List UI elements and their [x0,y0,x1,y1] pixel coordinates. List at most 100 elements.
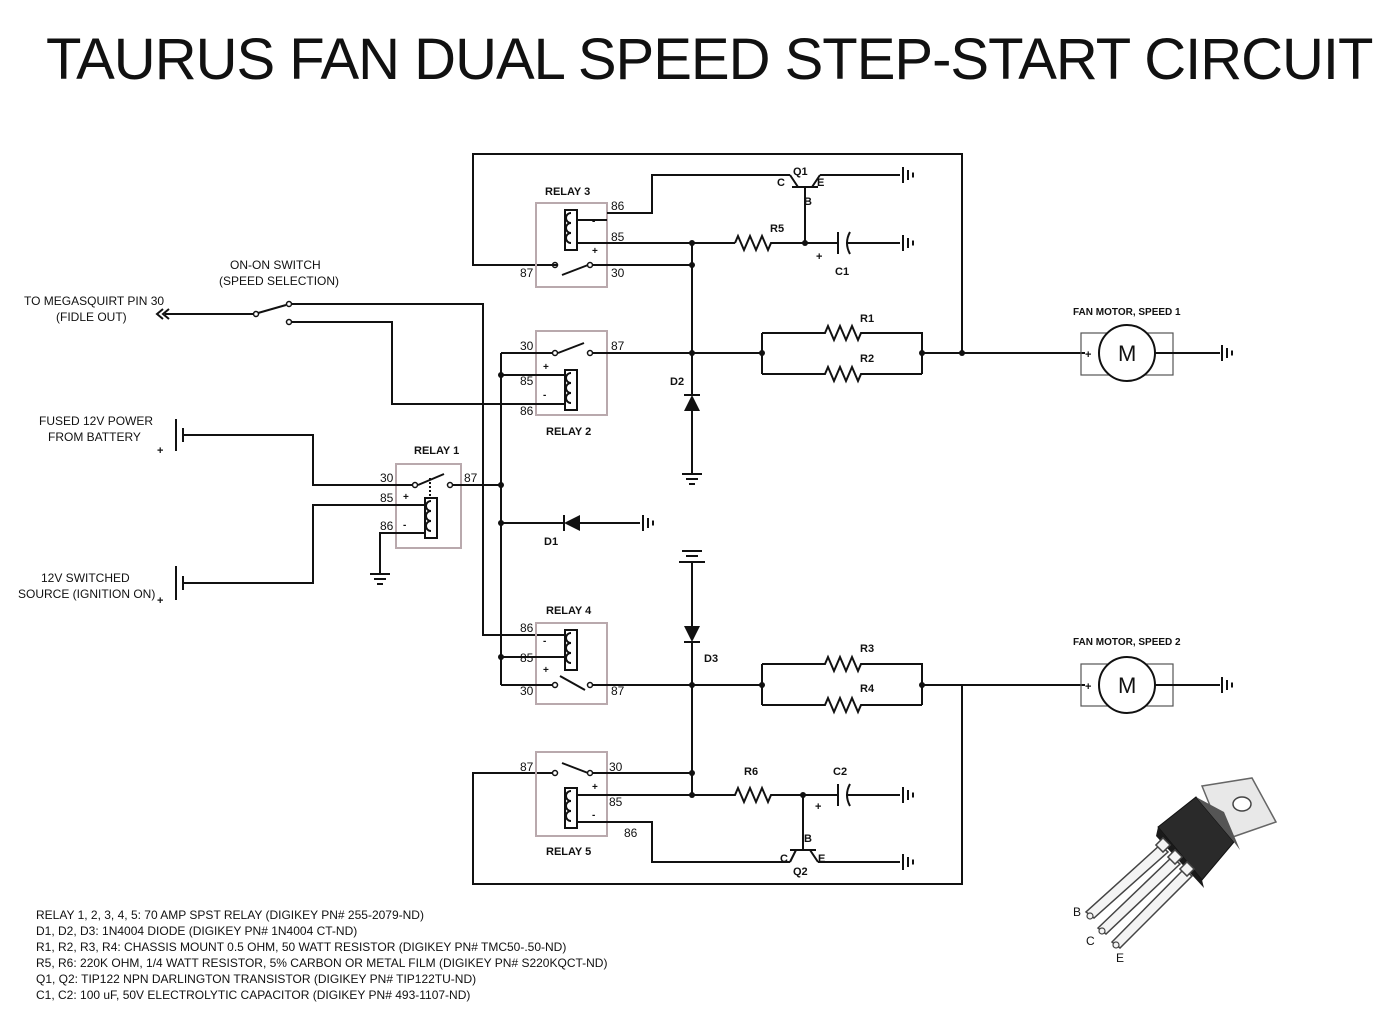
fused-plus: + [157,445,163,457]
parts-list-item: R5, R6: 220K OHM, 1/4 WATT RESISTOR, 5% … [36,956,608,970]
relay-4-pin-30: 30 [520,684,534,698]
relay-2-plus: + [543,362,549,373]
parts-list-item: Q1, Q2: TIP122 NPN DARLINGTON TRANSISTOR… [36,972,477,986]
relay-3-pin-86: 86 [611,199,625,213]
relay-5-section: + - 87 30 85 86 RELAY 5 [472,685,963,885]
switched-label-2: SOURCE (IGNITION ON) [18,587,155,601]
c1-plus: + [816,251,822,263]
d2-label: D2 [670,376,684,388]
r1-label: R1 [860,313,874,325]
transistor-q1: Q1 C E B [777,166,914,246]
relay-4-box [535,622,608,705]
q2-label: Q2 [793,866,808,878]
c2-label: C2 [833,766,847,778]
battery-source: FUSED 12V POWER FROM BATTERY + [39,414,380,486]
relay-1-pin-87: 87 [464,471,478,485]
relay-4-pin-86: 86 [520,621,534,635]
capacitor-c1: + C1 [810,231,914,278]
fused-label-1: FUSED 12V POWER [39,414,153,428]
relay-4-minus: - [543,636,546,647]
megasquirt-label-1: TO MEGASQUIRT PIN 30 [24,294,164,308]
diode-d2: D2 [670,376,702,485]
q1-e-label: E [817,177,824,189]
to220-pin-c: C [1086,934,1095,948]
parts-list-item: R1, R2, R3, R4: CHASSIS MOUNT 0.5 OHM, 5… [36,940,567,954]
relay-1-label: RELAY 1 [414,445,459,457]
relay-4-section: - + 86 85 30 87 RELAY 4 [501,605,692,705]
relay-2-box [535,330,608,416]
relay-4-plus: + [543,665,549,676]
relay-5-pin-85: 85 [609,795,623,809]
resistors-r1-r2: R1 R2 [692,313,1085,384]
motor-1-symbol: M [1118,341,1136,366]
relay-2-minus: - [543,390,546,401]
resistor-r5: R5 [734,223,810,253]
relay-3-pin-30: 30 [611,266,625,280]
motor-1-plus: + [1085,349,1091,361]
relay-1-plus: + [403,492,409,503]
to220-pin-b: B [1073,905,1081,919]
relay-1-minus: - [403,520,406,531]
relay-5-pin-30: 30 [609,760,623,774]
transistor-q2: B C E Q2 [780,795,914,878]
c2-plus: + [815,801,821,813]
parts-list: RELAY 1, 2, 3, 4, 5: 70 AMP SPST RELAY (… [36,907,607,1003]
to220-package-illustration: B C E [1073,777,1278,965]
q1-label: Q1 [793,166,808,178]
relay-5-label: RELAY 5 [546,846,591,858]
on-on-switch: ON-ON SWITCH (SPEED SELECTION) TO MEGASQ… [24,258,565,636]
motor-2-symbol: M [1118,673,1136,698]
q1-b-label: B [804,196,812,208]
parts-list-item: C1, C2: 100 uF, 50V ELECTROLYTIC CAPACIT… [36,988,471,1002]
c1-label: C1 [835,266,849,278]
capacitor-c2: + C2 [803,766,914,813]
d1-label: D1 [544,536,558,548]
relay-4-label: RELAY 4 [546,605,592,617]
diagram-title: TAURUS FAN DUAL SPEED STEP-START CIRCUIT [46,27,1373,92]
relay-5-pin-87: 87 [520,760,534,774]
relay-3-pin-87: 87 [520,266,534,280]
relay-4-pin-85: 85 [520,651,534,665]
q2-b-label: B [804,833,812,845]
parts-list-item: D1, D2, D3: 1N4004 DIODE (DIGIKEY PN# 1N… [36,924,358,938]
relay-1-pin-86: 86 [380,519,394,533]
relay-2-section: + - 30 87 85 86 RELAY 2 [290,321,692,438]
motor-2-plus: + [1085,681,1091,693]
r6-label: R6 [744,766,758,778]
parts-list-item: RELAY 1, 2, 3, 4, 5: 70 AMP SPST RELAY (… [36,908,424,922]
r3-label: R3 [860,643,874,655]
r5-label: R5 [770,223,784,235]
relay-3-section: - + 86 85 87 30 RELAY 3 [472,153,963,353]
relay-3-box [535,202,608,288]
r2-label: R2 [860,353,874,365]
to220-pin-e: E [1116,951,1124,965]
relay-2-pin-85: 85 [520,374,534,388]
relay-4-pin-87: 87 [611,684,625,698]
relay-2-pin-86: 86 [520,404,534,418]
relay-3-plus: + [592,246,598,257]
diode-d1: D1 [501,514,654,548]
relay-5-pin-86: 86 [624,826,638,840]
switched-label-1: 12V SWITCHED [41,571,130,585]
relay-3-label: RELAY 3 [545,186,590,198]
motor-1-label: FAN MOTOR, SPEED 1 [1073,307,1181,318]
relay-5-minus: - [592,810,595,821]
diode-d3: D3 [679,550,718,798]
switched-plus: + [157,595,163,607]
motor-2-label: FAN MOTOR, SPEED 2 [1073,637,1181,648]
r4-label: R4 [860,683,875,695]
switch-label-2: (SPEED SELECTION) [219,274,339,288]
q1-c-label: C [777,177,785,189]
relay-3-minus: - [592,216,595,227]
fan-motor-speed-1: M + FAN MOTOR, SPEED 1 [1073,307,1233,382]
relay-1-pin-85: 85 [380,491,394,505]
switch-label-1: ON-ON SWITCH [230,258,321,272]
fused-label-2: FROM BATTERY [48,430,141,444]
q2-e-label: E [818,853,825,865]
q2-c-label: C [780,853,788,865]
relay-3-pin-85: 85 [611,230,625,244]
relay-2-label: RELAY 2 [546,426,591,438]
resistors-r3-r4: R3 R4 [692,643,1085,715]
relay-1-section: + - 30 87 85 86 RELAY 1 [370,445,501,585]
